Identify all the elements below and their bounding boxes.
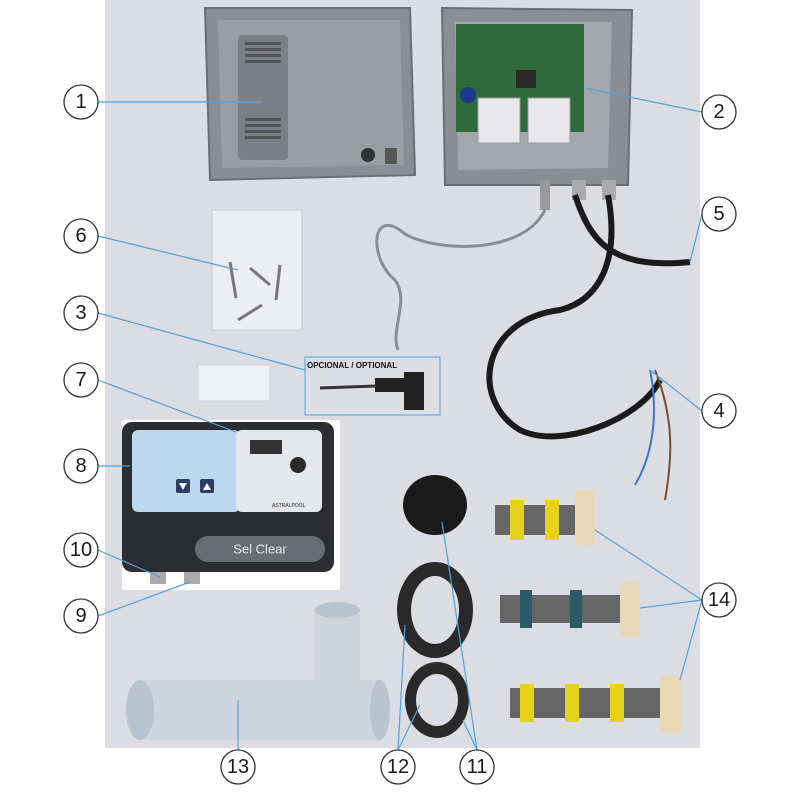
callout-10: 10 — [63, 532, 99, 568]
part-caps-rings — [397, 475, 473, 738]
svg-text:8: 8 — [75, 455, 86, 477]
svg-text:3: 3 — [75, 302, 86, 324]
svg-text:10: 10 — [70, 539, 92, 561]
svg-text:9: 9 — [75, 605, 86, 627]
svg-text:14: 14 — [708, 589, 730, 611]
svg-text:12: 12 — [387, 756, 409, 778]
svg-text:5: 5 — [713, 203, 724, 225]
part-control-unit: ASTRALPOOL Sel Clear — [122, 420, 340, 590]
callout-5: 5 — [701, 196, 737, 232]
svg-text:2: 2 — [713, 101, 724, 123]
callout-8: 8 — [63, 448, 99, 484]
callout-2: 2 — [701, 94, 737, 130]
callout-14: 14 — [701, 582, 737, 618]
callout-12: 12 — [380, 749, 416, 785]
optional-label: OPCIONAL / OPTIONAL — [307, 361, 397, 370]
part-cell-body — [126, 602, 390, 740]
svg-text:4: 4 — [713, 400, 724, 422]
part-spare-tube — [197, 364, 271, 402]
svg-text:13: 13 — [227, 756, 249, 778]
callout-9: 9 — [63, 598, 99, 634]
callout-4: 4 — [701, 393, 737, 429]
callout-3: 3 — [63, 295, 99, 331]
callout-6: 6 — [63, 218, 99, 254]
callout-1: 1 — [63, 84, 99, 120]
callouts: 1 2 3 4 5 6 7 8 10 9 13 12 11 14 — [63, 84, 737, 785]
callout-11: 11 — [459, 749, 495, 785]
leader-lines — [97, 87, 703, 751]
svg-text:7: 7 — [75, 369, 86, 391]
part-cables — [375, 194, 691, 501]
part-optional-probe: OPCIONAL / OPTIONAL — [304, 356, 441, 416]
part-screws-bag — [211, 209, 303, 331]
brand-small: ASTRALPOOL — [272, 503, 306, 509]
part-housing-lid — [203, 7, 417, 182]
device-name: Sel Clear — [233, 542, 287, 557]
callout-7: 7 — [63, 362, 99, 398]
callout-13: 13 — [220, 749, 256, 785]
part-electronics-housing — [440, 6, 634, 210]
svg-text:11: 11 — [467, 756, 488, 778]
svg-text:1: 1 — [75, 91, 86, 113]
svg-text:6: 6 — [75, 225, 86, 247]
part-electrodes — [495, 490, 682, 733]
